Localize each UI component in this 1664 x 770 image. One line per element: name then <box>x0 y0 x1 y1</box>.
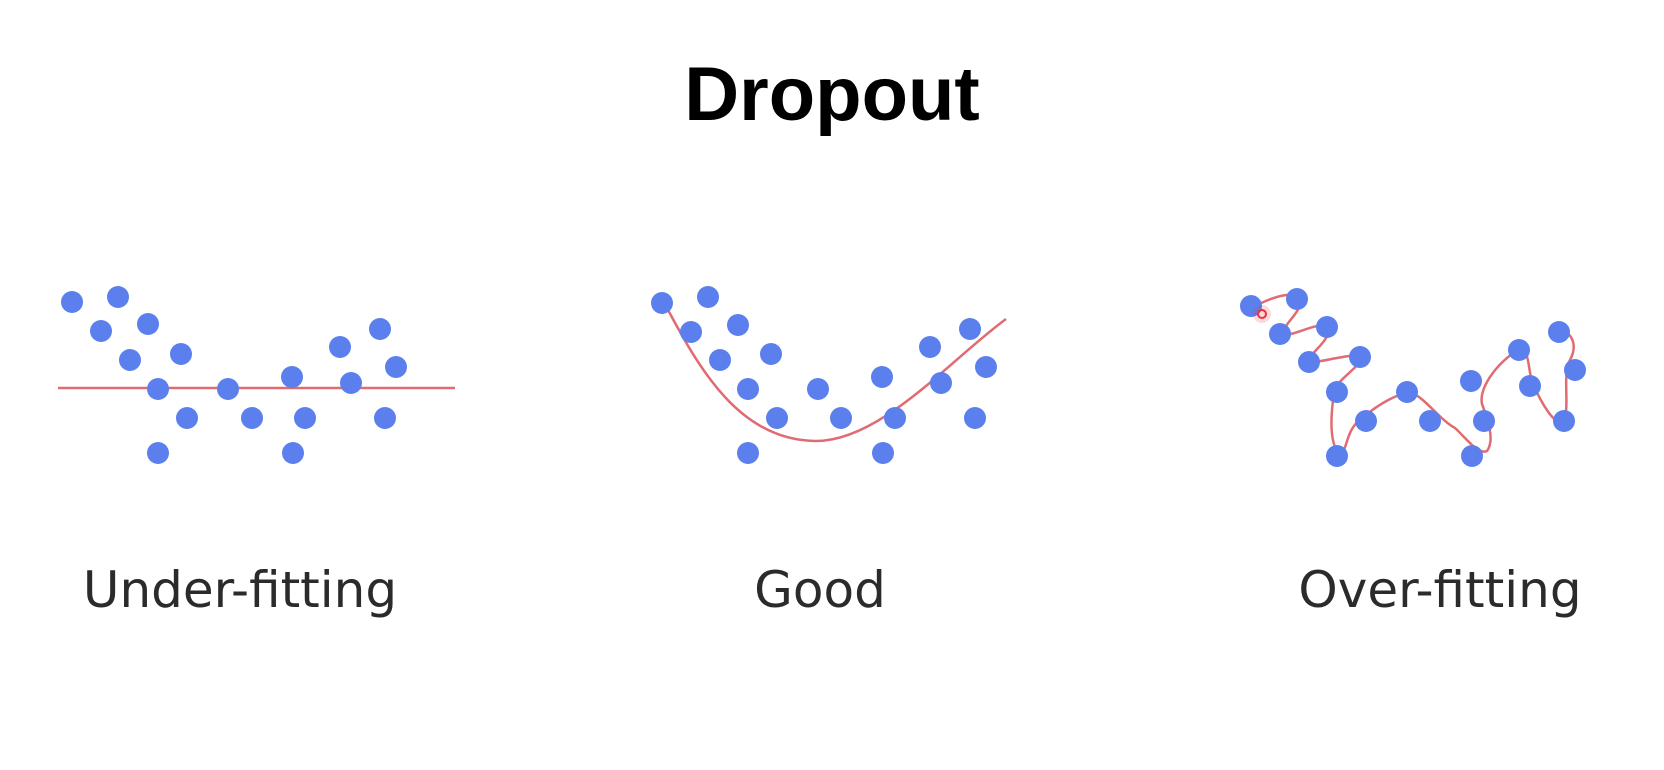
label-over-fitting: Over-fitting <box>1298 561 1582 619</box>
data-point <box>1460 370 1482 392</box>
data-point <box>727 314 749 336</box>
data-point <box>830 407 852 429</box>
data-point <box>147 378 169 400</box>
overfitting-panel <box>1240 288 1586 467</box>
data-point <box>1240 295 1262 317</box>
data-point <box>137 313 159 335</box>
data-point <box>871 366 893 388</box>
data-point <box>1349 346 1371 368</box>
data-point <box>680 321 702 343</box>
data-point <box>90 320 112 342</box>
data-point <box>1419 410 1441 432</box>
data-point <box>1553 410 1575 432</box>
data-point <box>329 336 351 358</box>
data-point <box>107 286 129 308</box>
data-point <box>737 378 759 400</box>
data-point <box>170 343 192 365</box>
data-point <box>1473 410 1495 432</box>
data-point <box>374 407 396 429</box>
data-point <box>281 366 303 388</box>
label-good: Good <box>754 561 886 619</box>
data-point <box>737 442 759 464</box>
data-point <box>884 407 906 429</box>
data-point <box>1298 351 1320 373</box>
underfitting-panel <box>58 286 455 464</box>
data-point <box>282 442 304 464</box>
data-point <box>709 349 731 371</box>
data-point <box>959 318 981 340</box>
data-point <box>807 378 829 400</box>
data-point <box>217 378 239 400</box>
data-point <box>930 372 952 394</box>
data-point <box>385 356 407 378</box>
data-point <box>919 336 941 358</box>
underfitting-points <box>61 286 407 464</box>
data-point <box>1548 321 1570 343</box>
data-point <box>147 442 169 464</box>
data-point <box>61 291 83 313</box>
data-point <box>340 372 362 394</box>
data-point <box>760 343 782 365</box>
data-point <box>294 407 316 429</box>
data-point <box>241 407 263 429</box>
data-point <box>1326 381 1348 403</box>
data-point <box>975 356 997 378</box>
data-point <box>964 407 986 429</box>
data-point <box>766 407 788 429</box>
label-under-fitting: Under-fitting <box>82 561 398 619</box>
data-point <box>1316 316 1338 338</box>
data-point <box>1326 445 1348 467</box>
data-point <box>119 349 141 371</box>
data-point <box>1564 359 1586 381</box>
good-points <box>651 286 997 464</box>
slide-title: Dropout <box>684 52 980 137</box>
data-point <box>1519 375 1541 397</box>
data-point <box>1355 410 1377 432</box>
data-point <box>369 318 391 340</box>
data-point <box>176 407 198 429</box>
data-point <box>1508 339 1530 361</box>
data-point <box>697 286 719 308</box>
data-point <box>651 292 673 314</box>
good-panel <box>651 286 1007 464</box>
data-point <box>1286 288 1308 310</box>
data-point <box>1396 381 1418 403</box>
data-point <box>1269 323 1291 345</box>
overfitting-points <box>1240 288 1586 467</box>
data-point <box>1461 445 1483 467</box>
pointer-cursor-icon <box>1253 305 1271 323</box>
data-point <box>872 442 894 464</box>
overfitting-fit-curve <box>1254 293 1575 457</box>
good-fit-curve <box>665 307 1007 443</box>
